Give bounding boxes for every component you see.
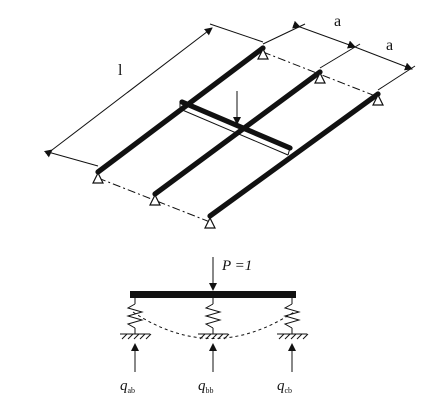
spring-middle — [198, 298, 230, 340]
support-triangle-icon — [92, 171, 104, 184]
span-label: l — [118, 62, 123, 79]
spacing-dimension-line-1 — [292, 20, 356, 49]
extension-line — [209, 23, 264, 43]
back-support-line — [262, 51, 379, 98]
span-dimension-line — [44, 27, 213, 158]
grillage-top-view: l a a — [44, 13, 416, 229]
girder-c — [207, 91, 381, 219]
extension-line — [319, 43, 361, 69]
support-triangle-icon — [204, 216, 216, 229]
cross-beam-edge — [179, 108, 289, 156]
support-triangle-icon — [314, 71, 326, 84]
reaction-label-a: qab — [120, 378, 135, 395]
support-triangle-icon — [149, 193, 161, 206]
extension-line — [262, 23, 306, 45]
rigid-beam — [130, 291, 296, 298]
spacing-label-2: a — [386, 37, 393, 54]
spacing-label-1: a — [334, 13, 341, 30]
extension-line — [47, 151, 99, 167]
reaction-label-c: qcb — [277, 378, 292, 395]
spacing-dimension-line-2 — [347, 40, 413, 71]
spring-model-view: P =1 — [120, 257, 309, 395]
extension-line — [377, 65, 416, 91]
load-label: P =1 — [221, 258, 252, 274]
spring-right — [277, 298, 309, 340]
reaction-label-b: qbb — [198, 378, 214, 395]
spring-left — [120, 298, 152, 340]
deflection-curve — [132, 311, 295, 339]
support-triangle-icon — [257, 47, 269, 60]
girder-a — [95, 45, 266, 175]
support-triangle-icon — [372, 93, 384, 106]
